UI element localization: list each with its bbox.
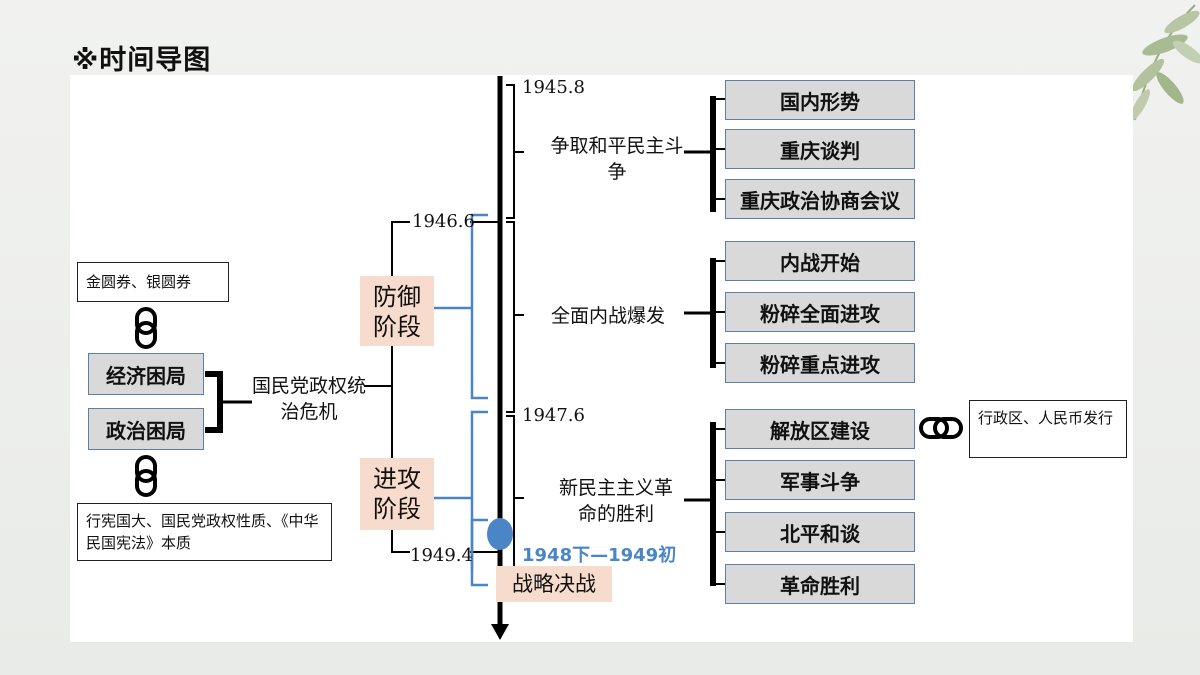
chain-link-icon xyxy=(919,417,963,439)
date-1946-6: 1946.6 xyxy=(412,211,475,232)
box-smash-key-attack: 粉碎重点进攻 xyxy=(725,343,915,383)
bracket-kunju xyxy=(205,371,223,433)
blue-bracket-strategic xyxy=(470,518,488,570)
marker-label: 1948下—1949初 xyxy=(522,545,677,566)
box-revolution-victory: 革命胜利 xyxy=(725,564,915,604)
box-civil-war-start: 内战开始 xyxy=(725,241,915,281)
box-political-dilemma: 政治困局 xyxy=(88,408,204,450)
chain-link-icon xyxy=(135,307,157,349)
note-admin-currency: 行政区、人民币发行 xyxy=(969,400,1127,458)
box-economic-dilemma: 经济困局 xyxy=(88,353,204,395)
timeline-arrowhead xyxy=(491,624,509,640)
box-smash-full-attack: 粉碎全面进攻 xyxy=(725,292,915,332)
label-kmt-crisis: 国民党政权统治危机 xyxy=(252,375,367,423)
phase-label-3: 新民主主义革命的胜利 xyxy=(558,477,673,525)
date-1949-4: 1949.4 xyxy=(410,545,473,566)
date-1945-8: 1945.8 xyxy=(522,77,585,98)
box-chongqing-pcc: 重庆政治协商会议 xyxy=(725,179,915,219)
bracket-phase-2 xyxy=(506,221,524,413)
stage-defense: 防御阶段 xyxy=(360,276,434,346)
note-currency: 金圆券、银圆券 xyxy=(77,262,229,302)
box-peiping-talks: 北平和谈 xyxy=(725,512,915,552)
blue-bracket-defense xyxy=(470,213,488,400)
box-chongqing-talks: 重庆谈判 xyxy=(725,129,915,169)
phase-label-2: 全面内战爆发 xyxy=(551,305,666,327)
stage-strategic: 战略决战 xyxy=(496,566,612,602)
chain-link-icon xyxy=(135,455,157,497)
stage-offense: 进攻阶段 xyxy=(360,458,434,530)
bracket-phase-1 xyxy=(506,84,524,219)
blue-bracket-offense xyxy=(470,410,488,587)
box-liberated-area: 解放区建设 xyxy=(725,409,915,449)
page-title: ※时间导图 xyxy=(72,45,212,76)
box-military-struggle: 军事斗争 xyxy=(725,460,915,500)
date-1947-6: 1947.6 xyxy=(522,405,585,426)
leaf-decoration xyxy=(1130,4,1200,121)
timeline-marker xyxy=(487,518,513,550)
box-domestic-situation: 国内形势 xyxy=(725,80,915,120)
phase-label-1: 争取和平民主斗争 xyxy=(550,135,684,183)
note-constitution: 行宪国大、国民党政权性质、《中华民国宪法》本质 xyxy=(77,503,332,561)
